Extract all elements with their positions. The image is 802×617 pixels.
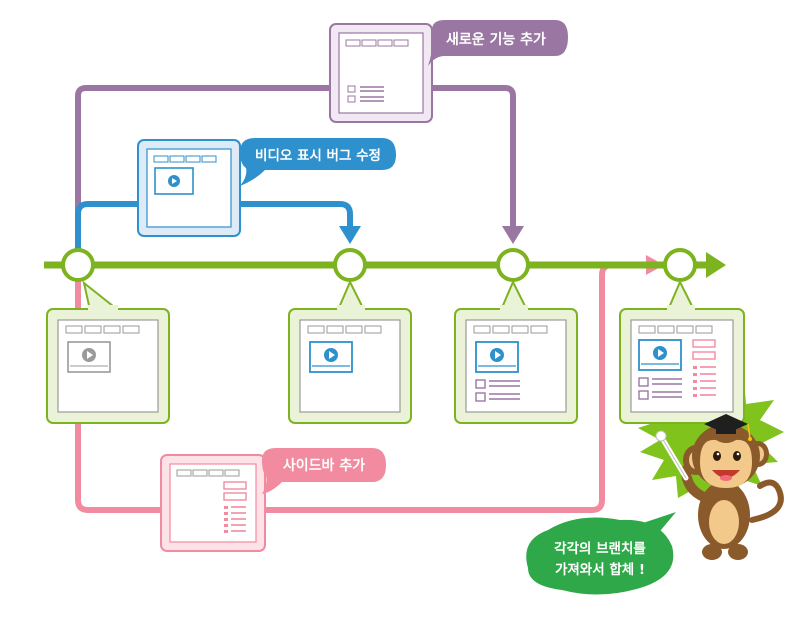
video-fix-bubble: 비디오 표시 버그 수정 [240,138,396,186]
blue-branch-arrow [339,226,361,244]
new-feature-bubble: 새로운 기능 추가 [428,20,568,66]
main-card-merged [619,279,745,424]
commit-node-1 [61,248,95,282]
blue-branch-card [137,139,241,237]
merge-bubble: 각각의 브랜치를 가져와서 합체 ! [526,512,676,595]
graduation-cap-icon [704,414,752,441]
main-card-video-fixed [288,279,412,424]
sidebar-bubble: 사이드바 추가 [262,448,386,494]
main-card-initial [46,280,170,424]
commit-node-2 [333,248,367,282]
commit-node-3 [496,248,530,282]
purple-branch-card [329,23,433,123]
purple-branch-arrow [502,226,524,244]
main-card-feature-added [454,279,578,424]
pink-branch-card [160,454,266,552]
new-feature-label: 새로운 기능 추가 [446,32,546,48]
monkey-mascot [655,414,784,560]
purple-branch-line [75,85,516,265]
main-branch-arrow [706,252,726,278]
commit-node-4 [663,248,697,282]
video-fix-label: 비디오 표시 버그 수정 [255,147,381,164]
sidebar-label: 사이드바 추가 [283,457,365,474]
merge-label-line2: 가져와서 합체 ! [555,561,645,578]
merge-label-line1: 각각의 브랜치를 [554,540,646,557]
